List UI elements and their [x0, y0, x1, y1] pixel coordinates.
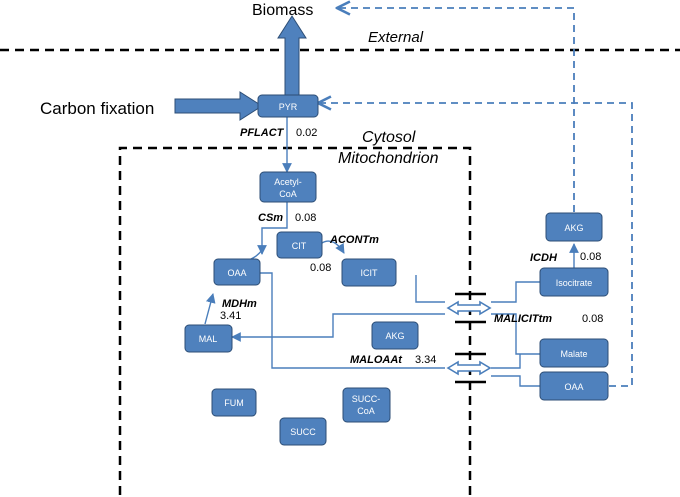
node-succ-coa: SUCC- CoA [342, 387, 391, 423]
mitochondrion-label: Mitochondrion [338, 150, 439, 167]
carbon-fixation-arrow [174, 91, 263, 121]
node-isocitrate: Isocitrate [539, 267, 609, 297]
acetylcoa-to-cit-arrow [257, 202, 288, 255]
svg-text:FUM: FUM [224, 398, 244, 408]
transporter-isocitrate-link [491, 281, 540, 303]
pflact-reaction-name: PFLACT [240, 127, 285, 139]
svg-text:CoA: CoA [357, 406, 375, 416]
biomass-label: Biomass [252, 2, 313, 19]
cit-to-icit-arrow [321, 240, 345, 254]
svg-text:Malate: Malate [560, 349, 587, 359]
transporter-malate-link [491, 313, 540, 355]
svg-text:Acetyl-: Acetyl- [274, 177, 302, 187]
maloaat-reaction-name: MALOAAt [350, 354, 403, 366]
node-akg-cyto: AKG [545, 212, 603, 242]
icdh-flux-value: 0.08 [580, 251, 601, 263]
transporter-to-mal-arrow [231, 313, 445, 342]
biomass-arrow [277, 15, 307, 98]
node-mal: MAL [184, 324, 233, 353]
icdh-reaction-name: ICDH [530, 252, 558, 264]
malicittm-reaction-name: MALICITtm [494, 313, 552, 325]
node-oaa-mito: OAA [213, 258, 261, 286]
malicittm-transporter [446, 292, 492, 324]
svg-text:OAA: OAA [564, 382, 583, 392]
node-fum: FUM [211, 388, 257, 417]
svg-text:SUCC: SUCC [290, 427, 316, 437]
node-malate: Malate [539, 338, 609, 368]
carbon-fixation-label: Carbon fixation [40, 99, 154, 118]
mdhm-flux-value: 3.41 [220, 310, 241, 322]
svg-text:CIT: CIT [292, 241, 307, 251]
svg-text:OAA: OAA [227, 268, 246, 278]
malicittm-flux-value: 0.08 [582, 313, 603, 325]
svg-text:Isocitrate: Isocitrate [556, 278, 593, 288]
acontm-reaction-name: ACONTm [329, 234, 379, 246]
svg-text:MAL: MAL [199, 334, 218, 344]
transporter-oaa-link [491, 375, 540, 387]
cytosol-label: Cytosol [362, 129, 416, 146]
node-acetyl-coa: Acetyl- CoA [259, 171, 317, 203]
csm-flux-value: 0.08 [295, 212, 316, 224]
svg-text:AKG: AKG [385, 331, 404, 341]
node-succ: SUCC [279, 417, 327, 446]
icit-to-transporter-line [415, 275, 445, 303]
pflact-flux-value: 0.02 [296, 127, 317, 139]
node-icit: ICIT [341, 258, 397, 287]
maloaat-flux-value: 3.34 [415, 354, 436, 366]
svg-text:PYR: PYR [279, 102, 298, 112]
mal-to-oaa-arrow [204, 293, 216, 325]
svg-text:CoA: CoA [279, 189, 297, 199]
acontm-flux-value: 0.08 [310, 262, 331, 274]
external-label: External [368, 29, 424, 46]
svg-text:AKG: AKG [564, 223, 583, 233]
csm-reaction-name: CSm [258, 212, 283, 224]
node-cit: CIT [276, 231, 323, 259]
node-oaa-cyto: OAA [539, 371, 609, 401]
oaa-to-transporter-line [234, 272, 445, 369]
node-pyr: PYR [257, 94, 319, 118]
oaa-to-pyr-dashed-arrow [318, 103, 633, 387]
mdhm-reaction-name: MDHm [222, 298, 257, 310]
node-akg-mito: AKG [371, 321, 419, 350]
maloaat-transporter [446, 352, 492, 384]
akg-to-biomass-dashed-arrow [337, 8, 575, 212]
svg-text:ICIT: ICIT [361, 268, 379, 278]
transporter-malate-link-2 [491, 354, 521, 369]
svg-text:SUCC-: SUCC- [352, 394, 381, 404]
